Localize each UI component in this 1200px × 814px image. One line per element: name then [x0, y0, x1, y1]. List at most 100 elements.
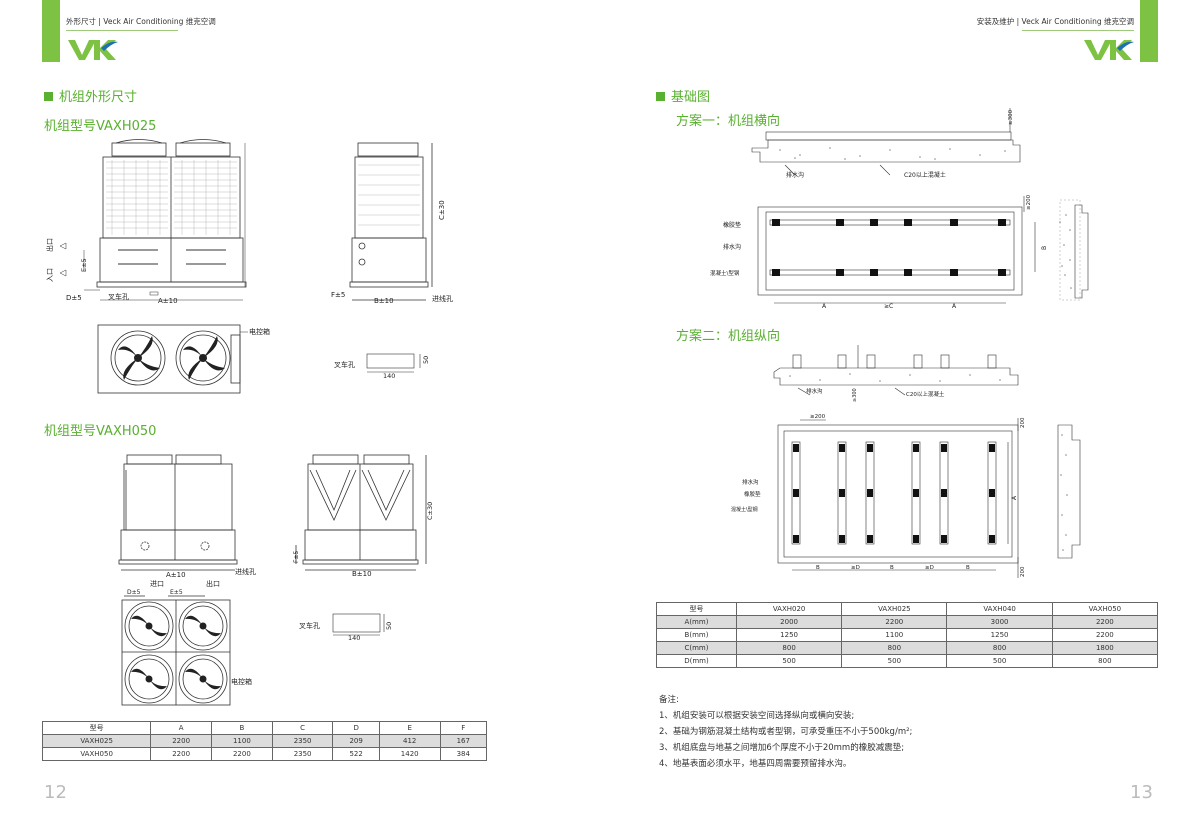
vaxh025-top-view: 电控箱 [97, 324, 270, 394]
vaxh025-front-view: 出口 入口 E±5 D±5 叉车孔 A±10 [45, 139, 247, 305]
th: C [271, 721, 334, 735]
rubber-label-2: 橡胶垫 [744, 490, 761, 498]
b-label: B [1041, 246, 1048, 250]
fork-hole-label: 叉车孔 [108, 292, 129, 301]
cell: 384 [439, 747, 488, 761]
ge300-label-2: ≥300 [852, 388, 858, 402]
cell: C(mm) [656, 641, 737, 655]
control-box-label: 电控箱 [249, 327, 270, 336]
th: VAXH025 [841, 602, 948, 616]
right-header-text: 安装及维护 | Veck Air Conditioning 维克空调 [976, 17, 1134, 26]
left-header-text: 外形尺寸 | Veck Air Conditioning 维克空调 [66, 17, 216, 26]
e-tol-label: E±5 [80, 258, 88, 272]
fork-hole-detail-050: 叉车孔 140 50 [299, 613, 393, 642]
section-square-icon [656, 92, 665, 101]
th: VAXH020 [735, 602, 843, 616]
cell: 2200 [211, 747, 273, 761]
b-label-3: B [966, 565, 970, 571]
outlet-label: 出口 [45, 238, 54, 252]
table-row: VAXH050 2200 2200 2350 522 1420 384 [41, 747, 488, 761]
ge200-label: ≥200 [1026, 194, 1032, 210]
drain-label: 排水沟 [786, 171, 804, 179]
dim-200-label-2: 200 [1020, 566, 1026, 577]
notes-title: 备注: [659, 695, 679, 705]
th: VAXH050 [1051, 602, 1159, 616]
a-label-1: A [822, 303, 827, 310]
a-tol-050: A±10 [166, 571, 186, 579]
cell: 412 [378, 734, 441, 748]
cell: D(mm) [656, 654, 737, 668]
f-tol-050: F±5 [293, 551, 300, 563]
cell: 209 [332, 734, 380, 748]
dim-50-050: 50 [385, 622, 393, 630]
cell: 2350 [271, 747, 334, 761]
steel-label-2: 混凝土\型钢 [731, 506, 758, 513]
rubber-label: 橡胶垫 [723, 221, 741, 229]
right-section-title: 基础图 [656, 86, 710, 105]
cell: 800 [841, 641, 948, 655]
ged-label-1: ≥D [851, 565, 860, 571]
cell: 1250 [946, 628, 1053, 642]
b-label-2: B [890, 565, 894, 571]
note-item: 4、地基表面必须水平，地基四周需要预留排水沟。 [659, 759, 852, 769]
left-logo-icon [68, 40, 118, 60]
plan2-elevation: 排水沟 ≥300 C20以上混凝土 [773, 345, 1019, 402]
dim-200-label-1: 200 [1020, 417, 1026, 428]
cell: 1100 [211, 734, 273, 748]
right-spec-table: 型号 VAXH020 VAXH025 VAXH040 VAXH050 A(mm)… [656, 602, 1159, 668]
th: VAXH040 [946, 602, 1053, 616]
note-item: 1、机组安装可以根据安装空间选择纵向或横向安装; [659, 711, 855, 721]
cable-hole-050: 进线孔 [235, 567, 256, 576]
f-tol-label: F±5 [331, 291, 345, 299]
notes-block: 备注: 1、机组安装可以根据安装空间选择纵向或横向安装; 2、基础为钢筋混凝土结… [659, 692, 912, 772]
cell: 800 [946, 641, 1053, 655]
cell: 2200 [150, 747, 212, 761]
left-table-header: 型号 A B C D E F [41, 721, 488, 735]
c-tol-050: C±30 [426, 502, 434, 520]
cell: 1800 [1051, 641, 1159, 655]
b-tol-050: B±10 [352, 570, 372, 578]
section-square-icon [44, 92, 53, 101]
inlet-label: 入口 [46, 268, 54, 282]
cell: 522 [332, 747, 380, 761]
d-tol-label: D±5 [66, 294, 82, 302]
th: F [439, 721, 488, 735]
cell: 2200 [150, 734, 212, 748]
cable-hole-label: 进线孔 [432, 294, 453, 303]
note-item: 2、基础为钢筋混凝土结构或者型钢，可承受重压不小于500kg/m²; [659, 727, 913, 737]
inlet2-label: 进口 [150, 580, 164, 588]
plan1-elevation: ≥300 排水沟 C20以上混凝土 [751, 108, 1021, 179]
b-label-1: B [816, 565, 820, 571]
plan2-title: 方案二：机组纵向 [676, 329, 781, 344]
fork-hole-detail-025: 叉车孔 140 50 [334, 353, 430, 380]
cell: 2200 [1051, 628, 1159, 642]
table-row: VAXH025 2200 1100 2350 209 412 167 [41, 734, 488, 748]
drain-label-2: 排水沟 [723, 243, 741, 251]
left-accent-bar [42, 0, 60, 62]
table-row: C(mm) 800 800 800 1800 [656, 641, 1159, 655]
left-section-title-text: 机组外形尺寸 [59, 90, 138, 105]
cell: 167 [439, 734, 488, 748]
d-tol-050: D±5 [127, 589, 141, 596]
right-logo-icon [1084, 40, 1134, 60]
cell: 2350 [271, 734, 334, 748]
cell: 1100 [841, 628, 948, 642]
th: D [332, 721, 380, 735]
a-label-2: A [952, 303, 957, 310]
plan2-top-view: 排水沟 橡胶垫 混凝土\型钢 ≥200 200 200 A B ≥D B ≥D … [731, 414, 1081, 578]
gec-label: ≥C [884, 303, 893, 310]
right-section-title-text: 基础图 [671, 90, 711, 105]
b-tol-label: B±10 [374, 297, 394, 305]
ged-label-2: ≥D [925, 565, 934, 571]
cell: 2200 [1051, 615, 1159, 629]
cell: 1420 [378, 747, 441, 761]
left-section-title: 机组外形尺寸 [44, 86, 137, 105]
th: B [211, 721, 273, 735]
th: 型号 [41, 721, 152, 735]
a-label-3: A [1011, 495, 1018, 500]
dim-50-label: 50 [422, 356, 430, 364]
control-box-050: 电控箱 [231, 677, 252, 686]
vaxh025-side-view: C±30 F±5 B±10 进线孔 [331, 142, 453, 305]
plan1-top-view: 橡胶垫 排水沟 混凝土\型钢 ≥200 B A ≥C A [710, 194, 1089, 310]
right-accent-bar [1140, 0, 1158, 62]
